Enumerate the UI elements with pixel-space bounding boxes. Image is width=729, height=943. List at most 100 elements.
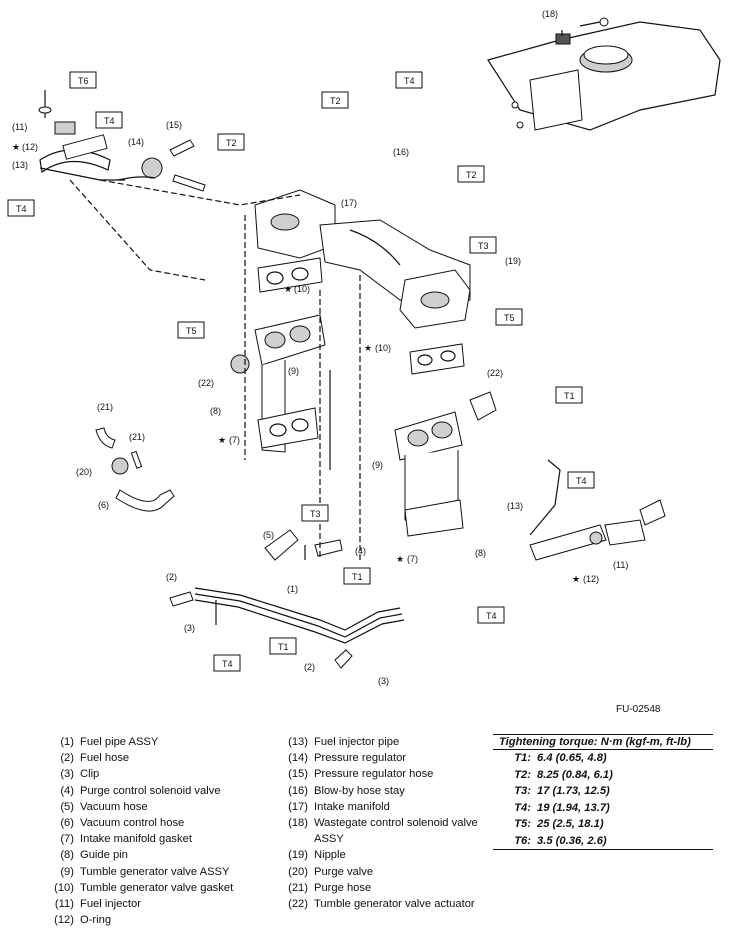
- svg-text:T2: T2: [466, 170, 477, 180]
- torque-label-t2-left: T2: [217, 133, 245, 151]
- callout-8-right: (8): [475, 548, 486, 558]
- legend-row: (2)Fuel hose: [60, 752, 130, 765]
- torque-row: T3:17 (1.73, 12.5): [514, 785, 610, 797]
- callout-4: (4): [355, 546, 366, 556]
- callout-3-lower: (3): [378, 676, 389, 686]
- star-10-left: ★: [284, 284, 292, 294]
- purge-valve-hoses-drawing: [95, 427, 343, 561]
- legend-row: (20)Purge valve: [288, 865, 374, 878]
- torque-label-t4-left: T4: [7, 199, 35, 217]
- parts-legend-middle: (13)Fuel injector pipe (14)Pressure regu…: [272, 734, 478, 912]
- torque-label-t5-right: T5: [495, 308, 523, 326]
- callout-11-right: (11): [613, 560, 628, 570]
- star-7-right: ★: [396, 554, 404, 564]
- callout-12-left: (12): [22, 142, 38, 152]
- legend-row: (15)Pressure regulator hose: [288, 768, 434, 781]
- callout-19: (19): [505, 256, 521, 266]
- intake-manifold-drawing: [254, 189, 471, 329]
- legend-row: (13)Fuel injector pipe: [288, 736, 400, 748]
- svg-text:T4: T4: [486, 611, 497, 621]
- legend-row: (12)O-ring: [54, 914, 112, 927]
- svg-text:T1: T1: [352, 572, 363, 582]
- torque-label-t3-upper: T3: [469, 236, 497, 254]
- parts-legend-left: (1)Fuel pipe ASSY (2)Fuel hose (3)Clip (…: [38, 734, 233, 928]
- callout-16: (16): [393, 147, 409, 157]
- fuel-injector-pipe-left-drawing: [38, 90, 206, 192]
- star-12-left: ★: [12, 142, 20, 152]
- torque-label-t4-right-lower: T4: [477, 606, 505, 624]
- torque-row: T6:3.5 (0.36, 2.6): [514, 834, 607, 847]
- intake-gasket-left-drawing: [257, 407, 319, 449]
- legend-row: (14)Pressure regulator: [288, 752, 407, 765]
- exploded-parts-diagram: T6 T4 T2 T4 T2 T2 T4 T3 T5 T5 T1 T4: [7, 9, 721, 686]
- star-12-right: ★: [572, 574, 580, 584]
- legend-row: (8)Guide pin: [60, 849, 128, 862]
- callout-9-right: (9): [372, 460, 383, 470]
- legend-row: (18)Wastegate control solenoid valve: [288, 817, 478, 830]
- callout-7-left: (7): [229, 435, 240, 445]
- intake-gasket-right-drawing: [404, 499, 464, 537]
- callout-9-left: (9): [288, 366, 299, 376]
- torque-label-t4-injector-right: T4: [567, 471, 595, 489]
- callout-6: (6): [98, 500, 109, 510]
- torque-label-t1-mid: T1: [343, 567, 371, 585]
- legend-row: (21)Purge hose: [288, 881, 372, 894]
- legend-row: (19)Nipple: [288, 849, 346, 862]
- torque-label-t1-lower: T1: [269, 637, 297, 655]
- callout-10-left: (10): [294, 284, 310, 294]
- callout-11-left: (11): [12, 122, 27, 132]
- figure-code: FU-02548: [616, 704, 661, 715]
- svg-text:T5: T5: [504, 313, 515, 323]
- torque-label-t4-bottom: T4: [213, 654, 241, 672]
- torque-label-t4-top: T4: [395, 71, 423, 89]
- legend-row: (5)Vacuum hose: [60, 800, 148, 813]
- star-10-right: ★: [364, 343, 372, 353]
- callout-8-left: (8): [210, 406, 221, 416]
- tgv-gasket-right-drawing: [409, 343, 465, 375]
- callout-13-left: (13): [12, 160, 28, 170]
- legend-row: (6)Vacuum control hose: [60, 817, 185, 830]
- legend-row: (7)Intake manifold gasket: [60, 833, 192, 846]
- torque-row: T2:8.25 (0.84, 6.1): [514, 768, 613, 781]
- wastegate-solenoid-bracket-drawing: [487, 17, 721, 131]
- legend-row: (22)Tumble generator valve actuator: [288, 898, 475, 911]
- svg-text:T1: T1: [564, 391, 575, 401]
- svg-text:T4: T4: [576, 476, 587, 486]
- svg-text:T4: T4: [222, 659, 233, 669]
- legend-row: (1)Fuel pipe ASSY: [60, 736, 159, 748]
- svg-text:T2: T2: [226, 138, 237, 148]
- torque-label-t2-upper: T2: [321, 91, 349, 109]
- callout-18: (18): [542, 9, 558, 19]
- tightening-torque-table: Tightening torque: N·m (kgf-m, ft-lb) T1…: [493, 734, 713, 850]
- callout-15: (15): [166, 120, 182, 130]
- fuel-injector-pipe-right-drawing: [529, 459, 666, 561]
- legend-row: (3)Clip: [60, 768, 100, 781]
- callout-5: (5): [263, 530, 274, 540]
- callout-22-right: (22): [487, 368, 503, 378]
- torque-label-t6: T6: [69, 71, 97, 89]
- tgv-gasket-left-drawing: [257, 257, 323, 293]
- fuel-pipe-assy-drawing: [169, 587, 405, 669]
- callout-17: (17): [341, 198, 357, 208]
- callout-21-lower: (21): [129, 432, 145, 442]
- callout-3-left: (3): [184, 623, 195, 633]
- callout-13-right: (13): [507, 501, 523, 511]
- svg-text:T1: T1: [278, 642, 289, 652]
- callout-21-upper: (21): [97, 402, 113, 412]
- torque-table-title: Tightening torque: N·m (kgf-m, ft-lb): [493, 735, 713, 750]
- svg-text:T4: T4: [16, 204, 27, 214]
- torque-row: T4:19 (1.94, 13.7): [514, 801, 610, 814]
- torque-label-t4-injector-left: T4: [95, 111, 123, 129]
- torque-row: T1:6.4 (0.65, 4.8): [514, 752, 607, 764]
- callout-2-left: (2): [166, 572, 177, 582]
- svg-text:T4: T4: [404, 76, 415, 86]
- svg-text:T5: T5: [186, 326, 197, 336]
- legend-row: (4)Purge control solenoid valve: [60, 784, 221, 797]
- torque-label-t5-left: T5: [177, 321, 205, 339]
- legend-row: (16)Blow-by hose stay: [288, 784, 405, 797]
- callout-10-right: (10): [375, 343, 391, 353]
- torque-label-t2-right: T2: [457, 165, 485, 183]
- callout-7-right: (7): [407, 554, 418, 564]
- callout-2-lower: (2): [304, 662, 315, 672]
- legend-row: (17)Intake manifold: [288, 800, 390, 813]
